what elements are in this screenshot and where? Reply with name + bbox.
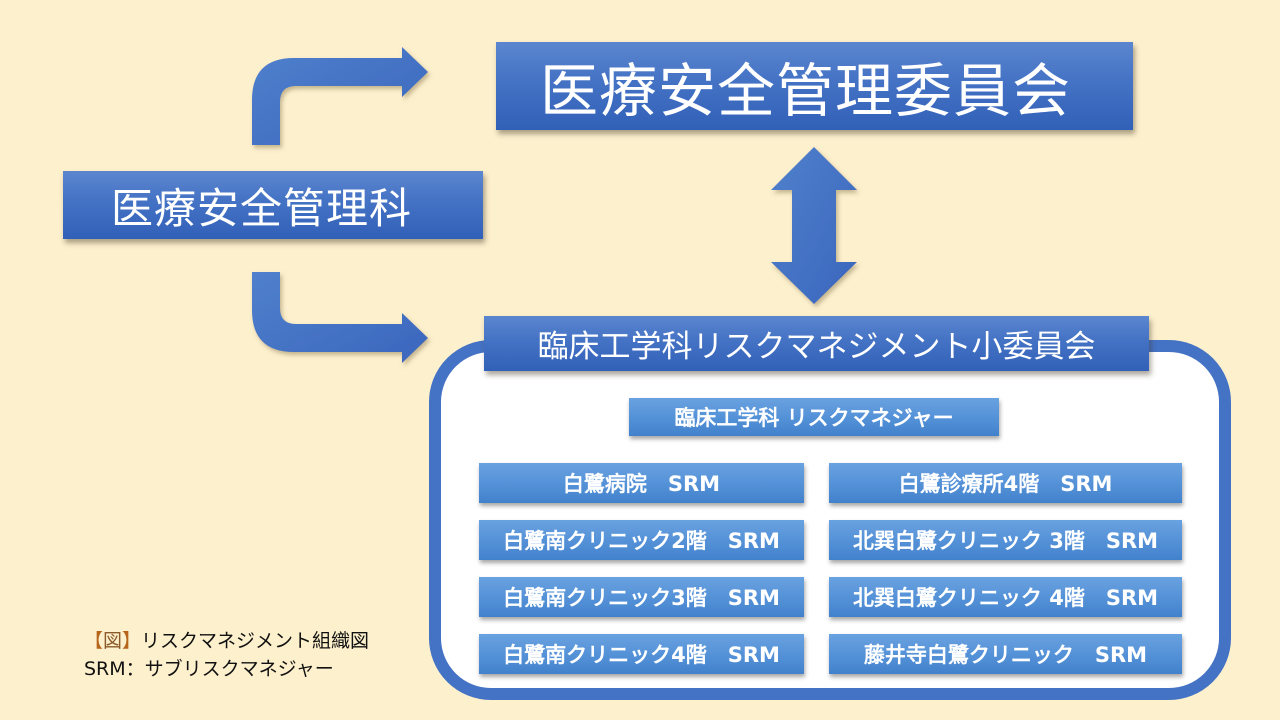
srm-label: 白鷺南クリニック2階 SRM (503, 529, 780, 553)
srm-box: 藤井寺白鷺クリニック SRM (829, 634, 1182, 674)
risk-manager-box: 臨床工学科 リスクマネジャー (629, 398, 999, 436)
srm-label: 白鷺診療所4階 SRM (898, 472, 1113, 496)
arrow-dept-to-subcommittee (252, 272, 428, 363)
legend-fig-label: 図 (103, 630, 123, 652)
safety-management-department-box: 医療安全管理科 (63, 171, 483, 239)
risk-management-subcommittee-box: 臨床工学科リスクマネジメント小委員会 (484, 316, 1149, 371)
legend-bracket-open: 【 (84, 630, 104, 652)
srm-label: 白鷺南クリニック3階 SRM (503, 586, 780, 610)
arrow-dept-to-committee (252, 47, 428, 145)
legend-title-line: 【図】リスクマネジメント組織図 (84, 627, 369, 655)
legend-title: リスクマネジメント組織図 (141, 630, 370, 652)
double-arrow-committee-subcommittee (771, 147, 857, 304)
committee-label: 医療安全管理委員会 (540, 57, 1072, 125)
manager-label: 臨床工学科 リスクマネジャー (674, 406, 954, 430)
safety-management-committee-box: 医療安全管理委員会 (496, 42, 1133, 130)
subcommittee-label: 臨床工学科リスクマネジメント小委員会 (537, 329, 1096, 365)
srm-label: 藤井寺白鷺クリニック SRM (863, 643, 1148, 667)
figure-legend: 【図】リスクマネジメント組織図 SRM：サブリスクマネジャー (84, 627, 369, 683)
srm-box: 白鷺病院 SRM (479, 463, 804, 503)
srm-label: 白鷺南クリニック4階 SRM (503, 643, 780, 667)
srm-label: 北巽白鷺クリニック 4階 SRM (852, 586, 1159, 610)
srm-box: 北巽白鷺クリニック 3階 SRM (829, 520, 1182, 560)
srm-box: 白鷺南クリニック3階 SRM (479, 577, 804, 617)
department-label: 医療安全管理科 (111, 183, 413, 233)
srm-box: 白鷺診療所4階 SRM (829, 463, 1182, 503)
srm-label: 白鷺病院 SRM (562, 472, 721, 496)
srm-box: 北巽白鷺クリニック 4階 SRM (829, 577, 1182, 617)
legend-bracket-close: 】 (122, 630, 142, 652)
srm-label: 北巽白鷺クリニック 3階 SRM (852, 529, 1159, 553)
srm-box: 白鷺南クリニック4階 SRM (479, 634, 804, 674)
legend-abbreviation: SRM：サブリスクマネジャー (84, 658, 334, 680)
srm-box: 白鷺南クリニック2階 SRM (479, 520, 804, 560)
